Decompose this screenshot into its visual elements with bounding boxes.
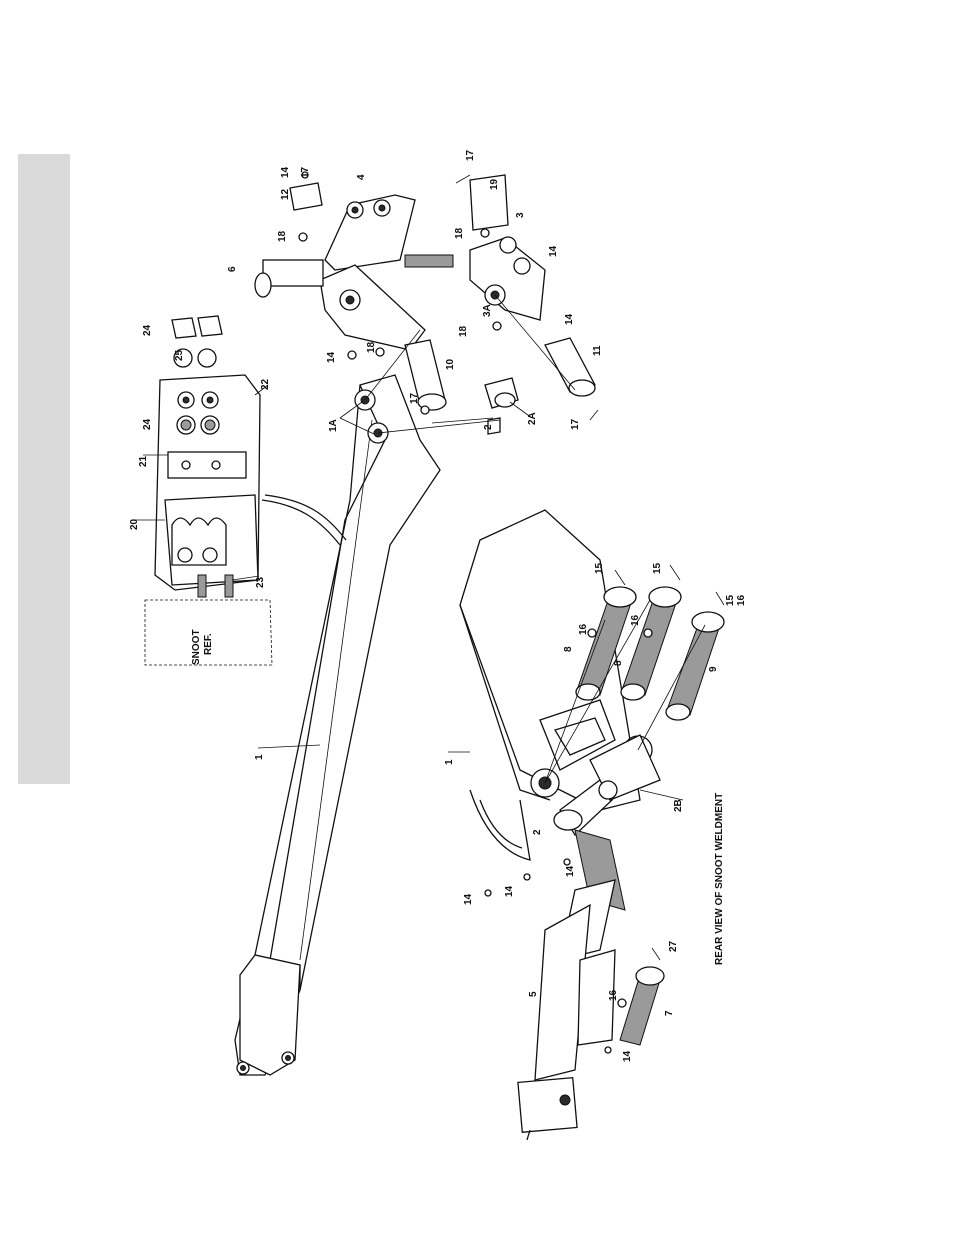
snoot-ref-label-2: REF. <box>203 633 214 655</box>
callout-2B: 2B <box>673 799 684 812</box>
callout-14c: 14 <box>548 245 559 257</box>
mounting-bracket-assembly <box>255 175 545 350</box>
callout-1-rear: 1 <box>444 759 455 765</box>
callout-14g: 14 <box>565 865 576 877</box>
callout-14a: 14 <box>280 166 291 178</box>
callout-10: 10 <box>445 358 456 370</box>
callout-16a: 16 <box>578 623 589 635</box>
callout-4: 4 <box>356 174 367 180</box>
callout-14e: 14 <box>463 893 474 905</box>
callout-16c: 16 <box>736 594 747 606</box>
callout-2A: 2A <box>527 412 538 425</box>
callout-14d: 14 <box>564 313 575 325</box>
callout-3A: 3A <box>482 304 493 317</box>
callout-12: 12 <box>280 188 291 200</box>
callout-2: 2 <box>483 424 494 430</box>
callout-17a: 17 <box>300 166 311 178</box>
callout-19: 19 <box>489 178 500 190</box>
callout-24a: 24 <box>142 324 153 336</box>
snoot-weldment-boom <box>235 375 440 1075</box>
hydraulic-hose <box>262 500 340 545</box>
figure-caption: REAR VIEW OF SNOOT WELDMENT <box>714 793 725 965</box>
callout-17d: 17 <box>570 418 581 430</box>
manifold-assembly <box>145 316 272 665</box>
callout-23: 23 <box>255 576 266 588</box>
callout-14b: 14 <box>326 351 337 363</box>
snoot-ref-label-1: SNOOT <box>191 629 202 665</box>
callout-9: 9 <box>708 666 719 672</box>
callout-17b: 17 <box>465 149 476 161</box>
callout-18d: 18 <box>458 325 469 337</box>
callout-18a: 18 <box>277 230 288 242</box>
callout-27: 27 <box>668 940 679 952</box>
callout-15b: 15 <box>652 562 663 574</box>
callout-3: 3 <box>515 212 526 218</box>
callout-14f: 14 <box>504 885 515 897</box>
callout-8a: 8 <box>563 646 574 652</box>
callout-14h: 14 <box>622 1050 633 1062</box>
callout-22: 22 <box>260 378 271 390</box>
callout-2-rear: 2 <box>532 829 543 835</box>
callout-18c: 18 <box>454 227 465 239</box>
callout-5: 5 <box>528 991 539 997</box>
callout-18b: 18 <box>366 341 377 353</box>
callout-11: 11 <box>592 345 603 356</box>
callout-8b: 8 <box>613 660 624 666</box>
callout-7: 7 <box>664 1010 675 1016</box>
callout-16d: 16 <box>608 989 619 1001</box>
callout-6: 6 <box>227 266 238 272</box>
callout-1A: 1A <box>328 419 339 432</box>
callout-24b: 24 <box>142 418 153 430</box>
callout-16b: 16 <box>630 614 641 626</box>
callout-1: 1 <box>254 754 265 760</box>
callout-15a: 15 <box>594 562 605 574</box>
callout-17c: 17 <box>409 392 420 404</box>
callout-15c: 15 <box>725 594 736 606</box>
callout-25: 25 <box>174 349 185 361</box>
callout-21: 21 <box>138 455 149 467</box>
